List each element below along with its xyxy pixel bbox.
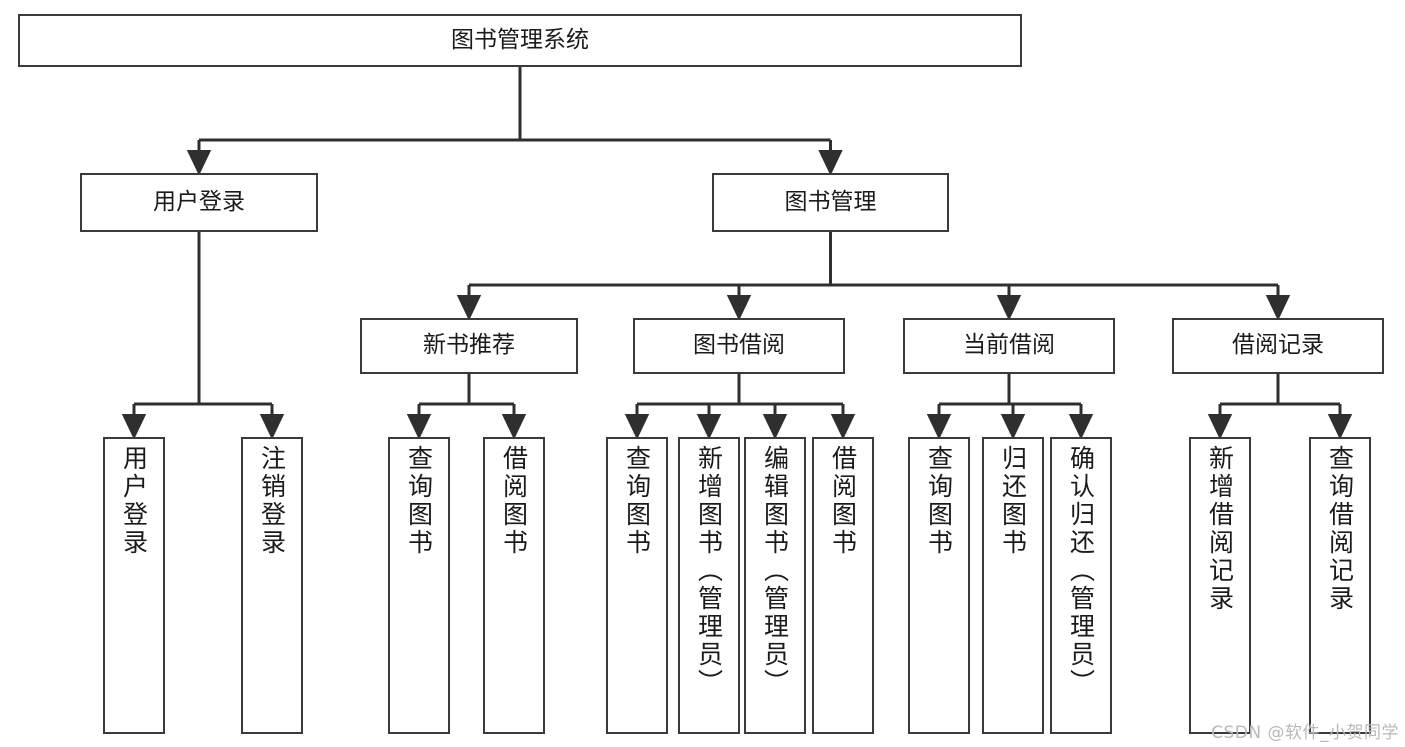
node-label-leaf-add-rec: 新增借阅记录 xyxy=(1205,445,1235,613)
node-user-login[interactable]: 用户登录 xyxy=(80,173,318,232)
node-label-leaf-query-2: 查询图书 xyxy=(622,445,652,557)
node-label-current-borrow: 当前借阅 xyxy=(963,332,1055,359)
node-label-book-borrow: 图书借阅 xyxy=(693,332,785,359)
node-leaf-query-1[interactable]: 查询图书 xyxy=(388,437,450,734)
node-leaf-borrow-1[interactable]: 借阅图书 xyxy=(483,437,545,734)
node-label-leaf-edit-book: 编辑图书（管理员） xyxy=(760,445,790,697)
node-leaf-query-2[interactable]: 查询图书 xyxy=(606,437,668,734)
node-label-leaf-query-rec: 查询借阅记录 xyxy=(1325,445,1355,613)
node-label-leaf-add-book: 新增图书（管理员） xyxy=(694,445,724,697)
node-current-borrow[interactable]: 当前借阅 xyxy=(903,318,1115,374)
node-label-leaf-return: 归还图书 xyxy=(998,445,1028,557)
node-book-borrow[interactable]: 图书借阅 xyxy=(633,318,845,374)
node-label-borrow-record: 借阅记录 xyxy=(1232,332,1324,359)
node-label-leaf-query-1: 查询图书 xyxy=(404,445,434,557)
node-leaf-user-login[interactable]: 用户登录 xyxy=(103,437,165,734)
node-label-leaf-confirm: 确认归还（管理员） xyxy=(1066,445,1096,697)
node-borrow-record[interactable]: 借阅记录 xyxy=(1172,318,1384,374)
node-leaf-query-3[interactable]: 查询图书 xyxy=(908,437,970,734)
node-label-root: 图书管理系统 xyxy=(451,26,589,53)
node-label-leaf-borrow-1: 借阅图书 xyxy=(499,445,529,557)
node-leaf-add-rec[interactable]: 新增借阅记录 xyxy=(1189,437,1251,734)
node-label-user-login: 用户登录 xyxy=(153,188,245,215)
node-label-leaf-borrow-2: 借阅图书 xyxy=(828,445,858,557)
node-label-new-book-rec: 新书推荐 xyxy=(423,332,515,359)
node-new-book-rec[interactable]: 新书推荐 xyxy=(360,318,578,374)
node-leaf-borrow-2[interactable]: 借阅图书 xyxy=(812,437,874,734)
node-leaf-confirm[interactable]: 确认归还（管理员） xyxy=(1050,437,1112,734)
node-leaf-logout[interactable]: 注销登录 xyxy=(241,437,303,734)
node-leaf-edit-book[interactable]: 编辑图书（管理员） xyxy=(744,437,806,734)
node-root[interactable]: 图书管理系统 xyxy=(18,14,1022,67)
node-label-leaf-query-3: 查询图书 xyxy=(924,445,954,557)
node-label-leaf-logout: 注销登录 xyxy=(257,445,287,557)
node-label-book-manage: 图书管理 xyxy=(784,188,877,215)
node-book-manage[interactable]: 图书管理 xyxy=(712,173,949,232)
csdn-watermark: CSDN @软件_小贺同学 xyxy=(1211,723,1399,743)
node-leaf-query-rec[interactable]: 查询借阅记录 xyxy=(1309,437,1371,734)
node-leaf-add-book[interactable]: 新增图书（管理员） xyxy=(678,437,740,734)
node-label-leaf-user-login: 用户登录 xyxy=(119,445,149,557)
node-leaf-return[interactable]: 归还图书 xyxy=(982,437,1044,734)
